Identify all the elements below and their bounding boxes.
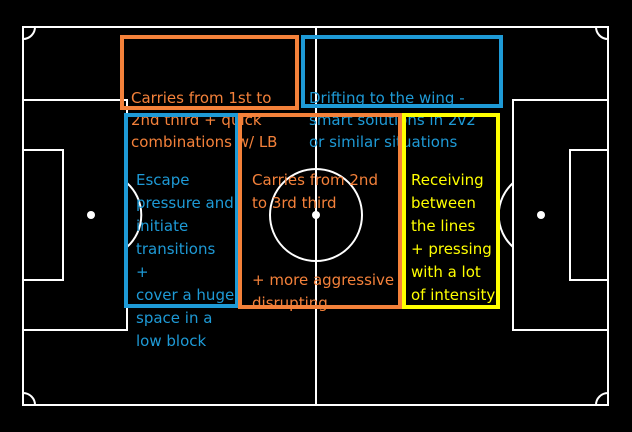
note-carries-1st-2nd: Carries from 1st to 2nd third + quick co… bbox=[120, 35, 299, 151]
corner-arc-bottom-right bbox=[595, 392, 609, 406]
note-drifting-wing: Drifting to the wing - smart solutions i… bbox=[301, 35, 503, 151]
right-penalty-spot bbox=[537, 211, 545, 219]
corner-arc-top-left bbox=[22, 26, 36, 40]
centre-spot bbox=[312, 211, 320, 219]
note-text: Escape pressure and initiate transitions… bbox=[136, 171, 235, 350]
corner-arc-bottom-left bbox=[22, 392, 36, 406]
note-text: Receiving between the lines + pressing w… bbox=[411, 171, 496, 304]
left-penalty-arc bbox=[126, 182, 143, 248]
note-escape-pressure: Escape pressure and initiate transitions… bbox=[124, 113, 239, 350]
right-goal-box bbox=[569, 149, 609, 281]
note-receiving-lines: Receiving between the lines + pressing w… bbox=[402, 113, 500, 309]
pitch-spots bbox=[87, 211, 545, 219]
note-text: Carries from 2nd to 3rd third bbox=[252, 171, 378, 212]
left-goal-box bbox=[22, 149, 64, 281]
note-carries-2nd-3rd: Carries from 2nd to 3rd third + more agg… bbox=[238, 113, 402, 312]
note-text-secondary: + more aggressive disrupting bbox=[252, 271, 395, 312]
left-penalty-spot bbox=[87, 211, 95, 219]
corner-arc-top-right bbox=[595, 26, 609, 40]
centre-circle bbox=[269, 168, 363, 262]
